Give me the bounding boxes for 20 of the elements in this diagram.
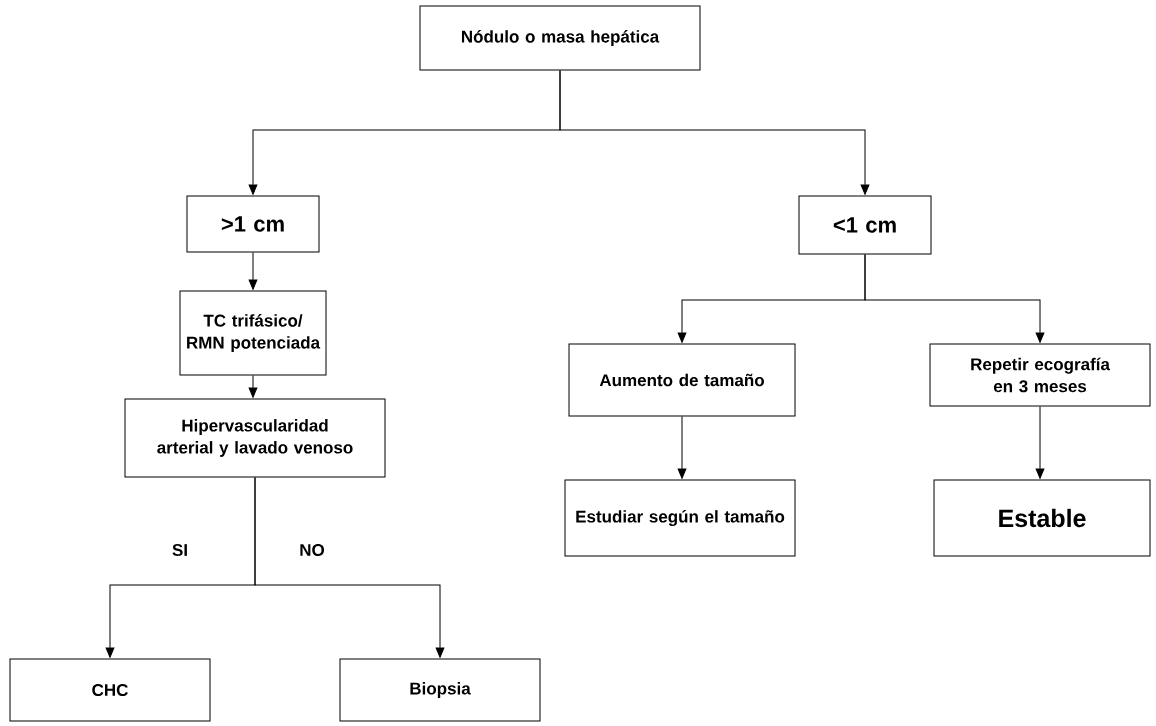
process-box: TC trifásico/ RMN potenciada bbox=[179, 290, 327, 376]
arrow bbox=[1035, 406, 1045, 479]
arrow bbox=[248, 375, 258, 398]
process-box: Nódulo o masa hepática bbox=[419, 5, 701, 71]
process-box: Aumento de tamaño bbox=[568, 343, 796, 417]
process-box: CHC bbox=[9, 658, 211, 722]
arrow bbox=[248, 252, 258, 290]
process-box: >1 cm bbox=[186, 195, 320, 253]
process-box: Hipervascularidad arterial y lavado venoso bbox=[124, 398, 386, 478]
arrow bbox=[559, 70, 870, 195]
arrow bbox=[864, 254, 1045, 343]
process-box: Estable bbox=[933, 479, 1151, 557]
edge-label: SI bbox=[169, 542, 191, 558]
process-box: Repetir ecografía en 3 meses bbox=[929, 343, 1151, 407]
process-box: <1 cm bbox=[798, 195, 932, 255]
edge-label: NO bbox=[297, 542, 327, 558]
process-box: Estudiar según el tamaño bbox=[564, 479, 796, 557]
process-box: Biopsia bbox=[339, 658, 541, 722]
arrow bbox=[254, 477, 445, 658]
arrow bbox=[677, 416, 687, 479]
